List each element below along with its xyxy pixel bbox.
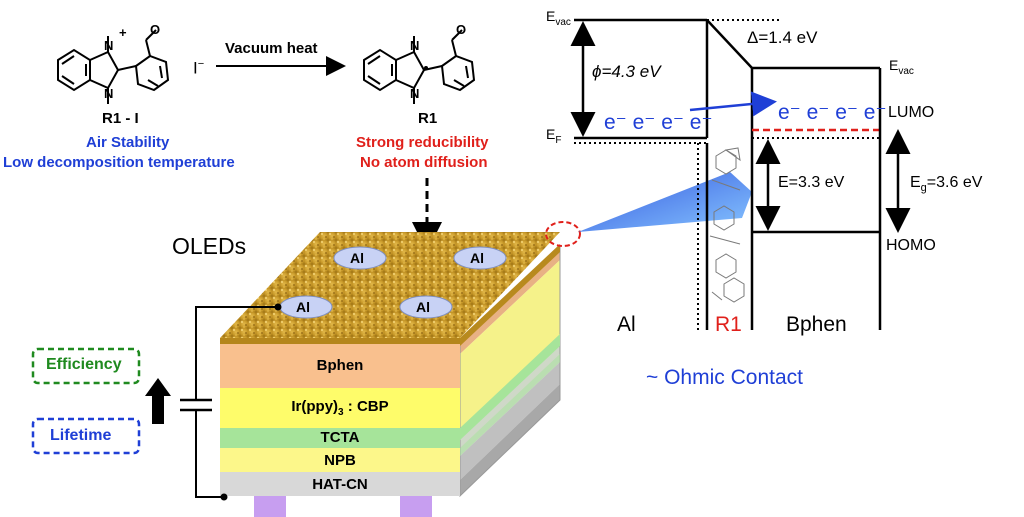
reactant-note-1: Air Stability bbox=[86, 134, 170, 151]
n-label-1: N bbox=[104, 38, 114, 53]
al-dot-2 bbox=[453, 246, 507, 270]
eg-label: Eg=3.6 eV bbox=[910, 174, 983, 195]
electrons-al: e⁻ e⁻ e⁻ e⁻ bbox=[604, 111, 713, 134]
reactant-note-2: Low decomposition temperature bbox=[3, 154, 235, 171]
ohmic-contact-label: ~ Ohmic Contact bbox=[646, 366, 803, 389]
reactant-label: R1 - I bbox=[102, 110, 139, 127]
zoom-beam bbox=[578, 172, 752, 232]
homo-label: HOMO bbox=[886, 237, 936, 254]
al-dot-1 bbox=[333, 246, 387, 270]
al-dot-label-3: Al bbox=[296, 299, 310, 315]
zoom-circle bbox=[545, 221, 581, 247]
product-label: R1 bbox=[418, 110, 438, 127]
wire-top bbox=[195, 306, 278, 400]
al-dot-4 bbox=[399, 295, 453, 319]
reactant-molecule bbox=[57, 29, 170, 104]
offset-label: Δ=1.4 eV bbox=[747, 28, 818, 47]
al-dot-label-2: Al bbox=[470, 250, 484, 266]
n-label-3: N bbox=[410, 38, 420, 53]
electrons-bphen: e⁻ e⁻ e⁻ e⁻ bbox=[778, 101, 887, 124]
electrode-left bbox=[254, 496, 286, 517]
n-label-2: N bbox=[104, 86, 114, 101]
device-title: OLEDs bbox=[172, 233, 247, 259]
efficiency-box bbox=[31, 347, 141, 385]
product-note-1: Strong reducibility bbox=[356, 134, 489, 151]
nitrogen-plus-label: + bbox=[119, 25, 127, 40]
n-label-4: N bbox=[410, 86, 420, 101]
wire-bottom bbox=[195, 410, 224, 498]
lifetime-box bbox=[31, 417, 141, 455]
layer-npb bbox=[220, 448, 460, 472]
e-gap-label: E=3.3 eV bbox=[778, 174, 845, 191]
al-dot-label-4: Al bbox=[416, 299, 430, 315]
layer-label-tcta: TCTA bbox=[320, 429, 360, 446]
evac-right-label: Evac bbox=[889, 57, 914, 77]
product-note-2: No atom diffusion bbox=[360, 154, 488, 171]
o-label-2: O bbox=[456, 22, 467, 37]
layer-label-bphen: Bphen bbox=[316, 357, 364, 374]
electrode-right bbox=[400, 496, 432, 517]
layer-bphen bbox=[220, 344, 460, 388]
efficiency-label: Efficiency bbox=[46, 356, 122, 373]
lifetime-label: Lifetime bbox=[50, 427, 112, 444]
region-bphen: Bphen bbox=[786, 313, 847, 336]
electron-transfer-arrow bbox=[689, 91, 777, 117]
o-label-1: O bbox=[150, 22, 161, 37]
product-molecule bbox=[363, 29, 476, 104]
up-arrow-icon bbox=[145, 378, 171, 424]
region-al: Al bbox=[617, 313, 636, 336]
layer-label-npb: NPB bbox=[324, 452, 356, 469]
region-r1: R1 bbox=[715, 313, 742, 336]
layer-emitter bbox=[220, 388, 460, 428]
layer-label-hatcn: HAT-CN bbox=[312, 476, 368, 493]
reaction-condition-label: Vacuum heat bbox=[225, 40, 318, 57]
al-dot-label-1: Al bbox=[350, 250, 364, 266]
lumo-label: LUMO bbox=[888, 104, 935, 121]
radical-dot bbox=[424, 66, 428, 70]
evac-left-label: Evac bbox=[546, 8, 571, 28]
layer-hatcn bbox=[220, 472, 460, 496]
r1-molecules bbox=[709, 147, 745, 303]
layer-label-emitter: Ir(ppy)3 : CBP bbox=[291, 398, 389, 418]
fermi-label: EF bbox=[546, 126, 562, 146]
work-function-label: ϕ=4.3 eV bbox=[592, 62, 661, 81]
layer-tcta bbox=[220, 428, 460, 448]
counter-ion: I− bbox=[193, 58, 205, 78]
